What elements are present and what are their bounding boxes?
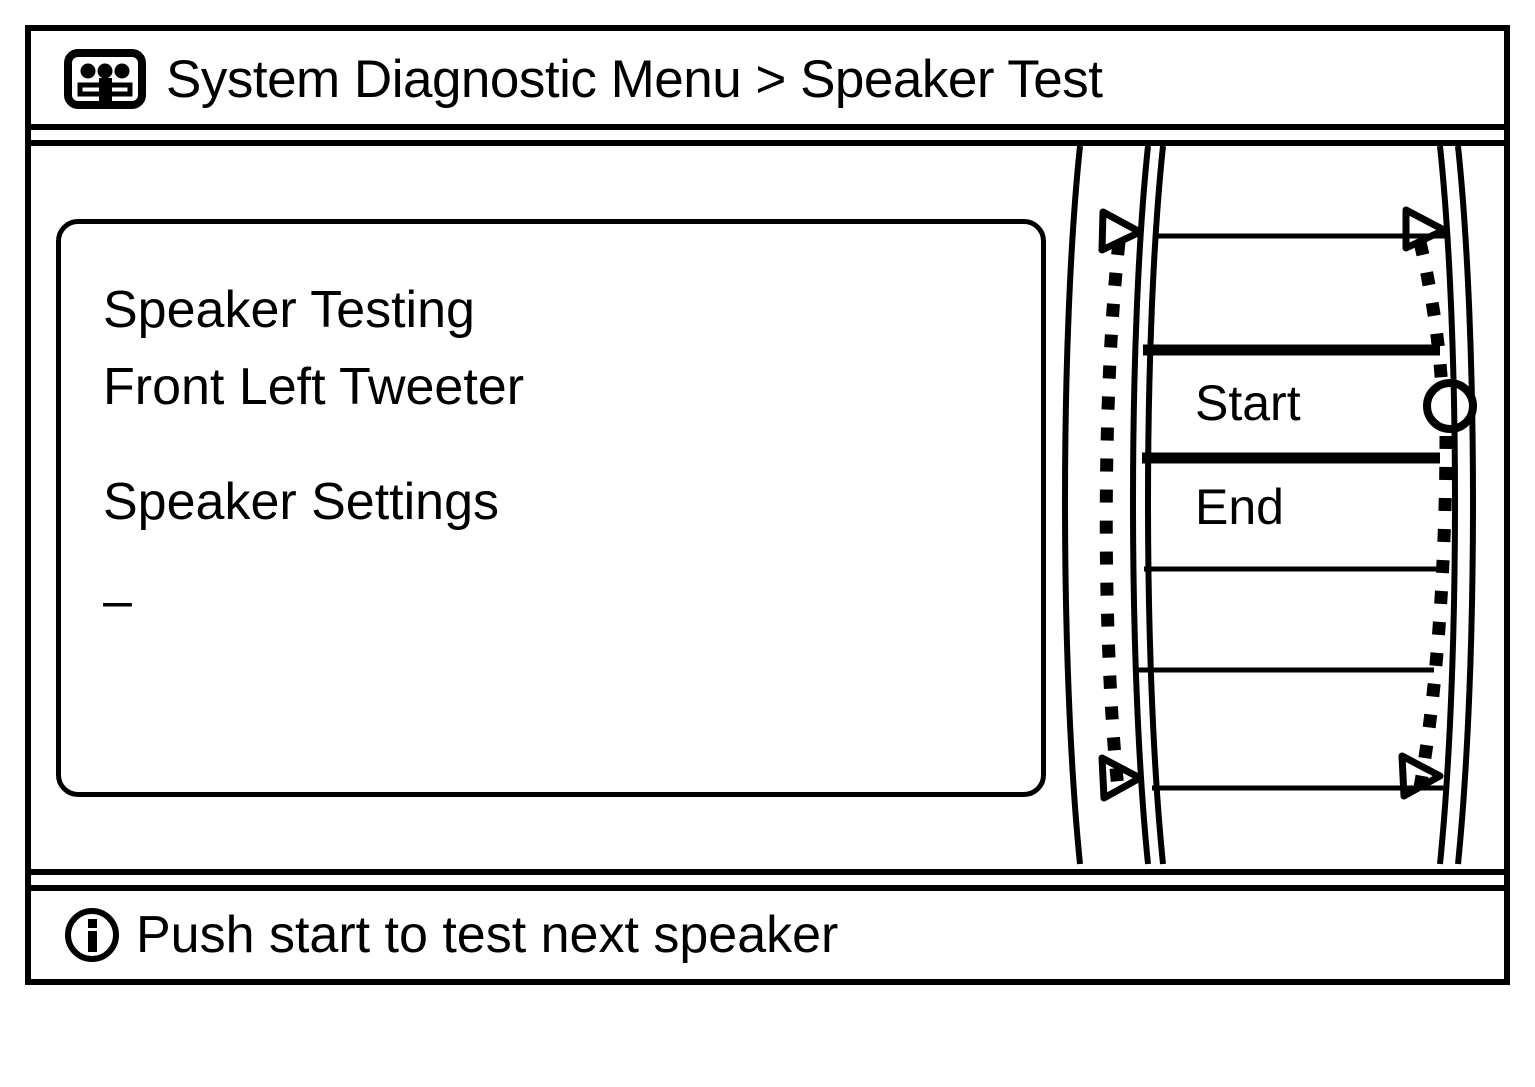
- info-icon: [65, 908, 119, 962]
- circle-knob-icon[interactable]: [1423, 379, 1477, 433]
- menu-item-end[interactable]: End: [1195, 479, 1284, 535]
- left-track-inner-edge-b: [1145, 146, 1166, 865]
- section-label: Speaker Settings: [103, 472, 500, 531]
- triangle-arrow-icon[interactable]: [1098, 754, 1144, 802]
- main-body: Speaker Testing Front Left Tweeter Speak…: [31, 146, 1504, 866]
- page-title: System Diagnostic Menu > Speaker Test: [166, 49, 1103, 109]
- curved-control-bezel: [1016, 146, 1504, 866]
- content-text-block: Speaker Testing Front Left Tweeter Speak…: [103, 272, 1003, 627]
- right-track-outer-edge-b: [1455, 146, 1476, 865]
- left-scroll-ticks: [1099, 241, 1126, 799]
- header-divider-bottom: [31, 140, 1504, 146]
- text-spacer: [103, 426, 1003, 464]
- header-bar: System Diagnostic Menu > Speaker Test: [31, 31, 1504, 127]
- status-bar: Push start to test next speaker: [31, 891, 1504, 979]
- triangle-arrow-icon[interactable]: [1402, 206, 1448, 252]
- header-divider-top: [31, 124, 1504, 130]
- menu-item-start[interactable]: Start: [1195, 375, 1301, 431]
- right-scroll-ticks-lower: [1411, 435, 1453, 800]
- left-track-outer-edge: [1062, 146, 1083, 865]
- content-panel: Speaker Testing Front Left Tweeter Speak…: [56, 219, 1046, 797]
- status-message: Push start to test next speaker: [136, 906, 839, 964]
- right-scroll-ticks-upper: [1413, 240, 1449, 391]
- equalizer-icon: [64, 49, 146, 109]
- right-track-outer-edge-a: [1437, 146, 1458, 865]
- triangle-arrow-icon[interactable]: [1098, 208, 1144, 254]
- footer-divider-top: [31, 869, 1504, 875]
- setting-value: –: [103, 571, 132, 630]
- status-line-2: Front Left Tweeter: [103, 357, 525, 416]
- curved-bezel-graphic: [1062, 146, 1477, 865]
- status-line-1: Speaker Testing: [103, 281, 475, 339]
- footer-divider-bottom: [31, 885, 1504, 891]
